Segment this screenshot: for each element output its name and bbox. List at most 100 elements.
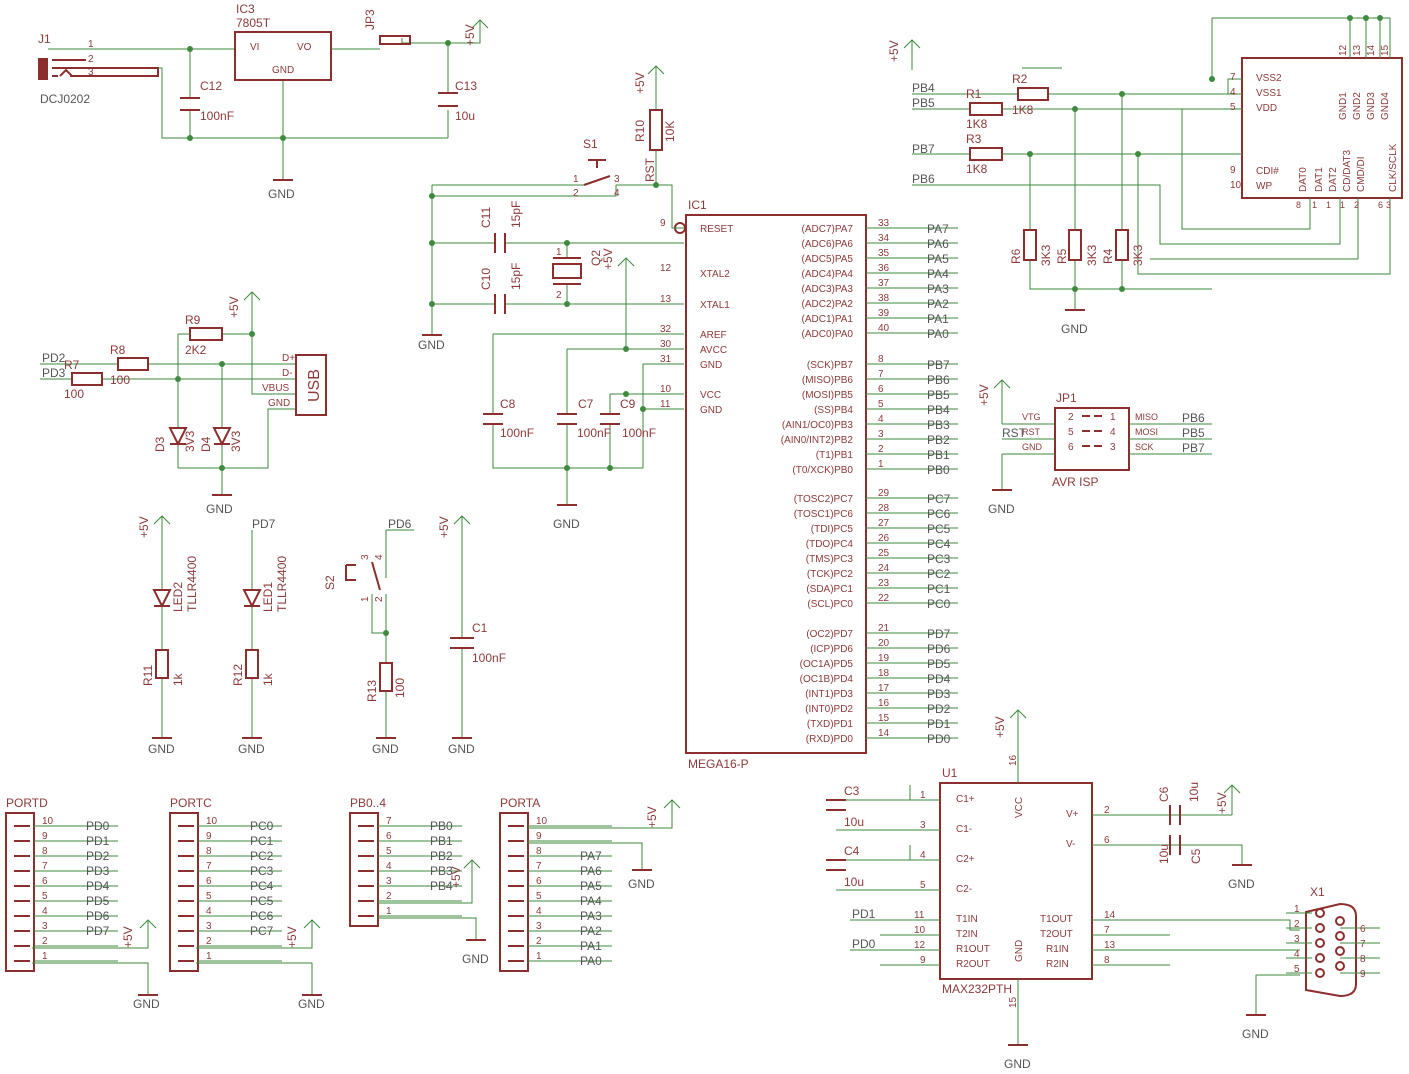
decoupling: +5V C8 100nF C7 100nF C9 100nF GND <box>483 248 684 531</box>
svg-text:+5V: +5V <box>449 866 463 888</box>
svg-text:C7: C7 <box>578 397 594 411</box>
svg-text:2: 2 <box>88 54 94 65</box>
mcu-pin-number: 5 <box>878 399 884 410</box>
mcu-pin-label: AVCC <box>700 345 727 356</box>
header-pin-number: 6 <box>42 876 48 887</box>
sd-pin-number: 13 <box>1352 44 1363 56</box>
svg-text:GND: GND <box>628 877 655 891</box>
svg-text:100nF: 100nF <box>577 426 611 440</box>
mcu-net-label: PD4 <box>927 672 951 686</box>
header-body <box>499 812 529 972</box>
header-pin-number: 3 <box>42 921 48 932</box>
svg-text:GND: GND <box>268 187 295 201</box>
mcu-model: MEGA16-P <box>688 757 749 771</box>
sd-pin-label: WP <box>1256 181 1272 192</box>
mcu-pin-label: (TCK)PC2 <box>807 569 854 580</box>
svg-text:100nF: 100nF <box>200 109 234 123</box>
svg-text:PB7: PB7 <box>912 142 935 156</box>
svg-text:LED2: LED2 <box>171 582 185 612</box>
svg-text:2: 2 <box>573 188 579 199</box>
r8-resistor <box>117 357 149 371</box>
db9-pin <box>1335 961 1345 971</box>
led-indicators: +5V PD7 LED2 TLLR4400 LED1 TLLR4400 R11 … <box>137 515 289 756</box>
mcu-pin-number: 34 <box>878 233 890 244</box>
mcu-net-label: PB4 <box>927 403 950 417</box>
svg-text:PD0: PD0 <box>852 937 876 951</box>
svg-text:R1IN: R1IN <box>1046 944 1069 955</box>
sd-pin-number: 12 <box>1338 44 1349 56</box>
sd-pin-number: 6 <box>1378 200 1383 210</box>
svg-text:3: 3 <box>920 820 926 831</box>
header-pin-number: 9 <box>42 831 48 842</box>
svg-text:PD2: PD2 <box>42 351 66 365</box>
svg-text:VBUS: VBUS <box>262 383 290 394</box>
svg-text:PB6: PB6 <box>1182 411 1205 425</box>
c12-capacitor <box>180 97 200 111</box>
svg-text:AVR ISP: AVR ISP <box>1052 475 1098 489</box>
svg-text:S1: S1 <box>583 137 598 151</box>
db9-pin <box>1315 908 1325 918</box>
mcu-net-label: PB2 <box>927 433 950 447</box>
header-net-label: PC4 <box>250 879 274 893</box>
sd-pin-number: 4 <box>1230 87 1236 98</box>
svg-text:R7: R7 <box>64 358 80 372</box>
svg-text:12: 12 <box>914 940 926 951</box>
svg-text:100nF: 100nF <box>472 651 506 665</box>
db9-pin-number: 2 <box>1294 919 1300 930</box>
mcu-pin-number: 30 <box>660 339 672 350</box>
mcu-pin-label: (TXD)PD1 <box>807 719 854 730</box>
mcu-pin-number: 13 <box>660 294 672 305</box>
sd-card-interface: PB4 PB5 PB7 PB6 R1 1K8 R2 1K8 R3 1K8 R6 … <box>887 15 1403 336</box>
svg-text:1k: 1k <box>171 672 185 686</box>
svg-text:JP1: JP1 <box>1056 391 1077 405</box>
svg-text:S2: S2 <box>323 575 337 590</box>
svg-text:GND: GND <box>298 997 325 1011</box>
svg-text:V+: V+ <box>1066 809 1079 820</box>
svg-text:GND: GND <box>372 742 399 756</box>
header-pin-number: 1 <box>536 951 542 962</box>
mcu-pin-label: (ADC6)PA6 <box>802 239 854 250</box>
svg-text:VO: VO <box>297 42 312 53</box>
header-pin-number: 2 <box>206 936 212 947</box>
mcu-net-label: PC7 <box>927 492 951 506</box>
mcu-pin-label: (T0/XCK)PB0 <box>792 465 853 476</box>
max232-interface: U1 MAX232PTH C1+ C1- C2+ C2- T1IN T2IN R… <box>826 709 1300 1071</box>
svg-text:MISO: MISO <box>1135 412 1158 422</box>
svg-text:3K3: 3K3 <box>1085 244 1099 266</box>
svg-text:R11: R11 <box>141 665 155 686</box>
mcu-net-label: PB3 <box>927 418 950 432</box>
svg-text:R10: R10 <box>633 120 647 142</box>
svg-text:SCK: SCK <box>1135 442 1154 452</box>
svg-text:+5V: +5V <box>463 24 477 46</box>
header-pin-number: 7 <box>42 861 48 872</box>
mcu-pin-label: (ADC1)PA1 <box>802 314 854 325</box>
mcu-pin-label: (OC1B)PD4 <box>800 674 854 685</box>
r9-resistor <box>189 327 223 341</box>
header-pin-number: 1 <box>386 906 392 917</box>
sd-pin-number: 14 <box>1366 44 1377 56</box>
svg-text:TLLR4400: TLLR4400 <box>275 556 289 612</box>
header-pin-number: 6 <box>536 876 542 887</box>
q2-crystal <box>552 263 582 279</box>
jack-part: DCJ0202 <box>40 92 90 106</box>
mcu-pin-label: (SS)PB4 <box>814 405 853 416</box>
header-net-label: PB3 <box>430 864 453 878</box>
header-pin-number: 5 <box>42 891 48 902</box>
header-net-label: PD7 <box>86 924 110 938</box>
header-net-label: PC0 <box>250 819 274 833</box>
svg-text:14: 14 <box>1104 910 1116 921</box>
svg-text:1K8: 1K8 <box>966 117 988 131</box>
mcu-pin-number: 33 <box>878 218 890 229</box>
mcu-net-label: PA4 <box>927 267 949 281</box>
mcu-net-label: PC4 <box>927 537 951 551</box>
svg-text:100nF: 100nF <box>622 426 656 440</box>
svg-text:3: 3 <box>1110 442 1116 453</box>
svg-text:100nF: 100nF <box>500 426 534 440</box>
svg-text:GND: GND <box>1014 940 1025 962</box>
